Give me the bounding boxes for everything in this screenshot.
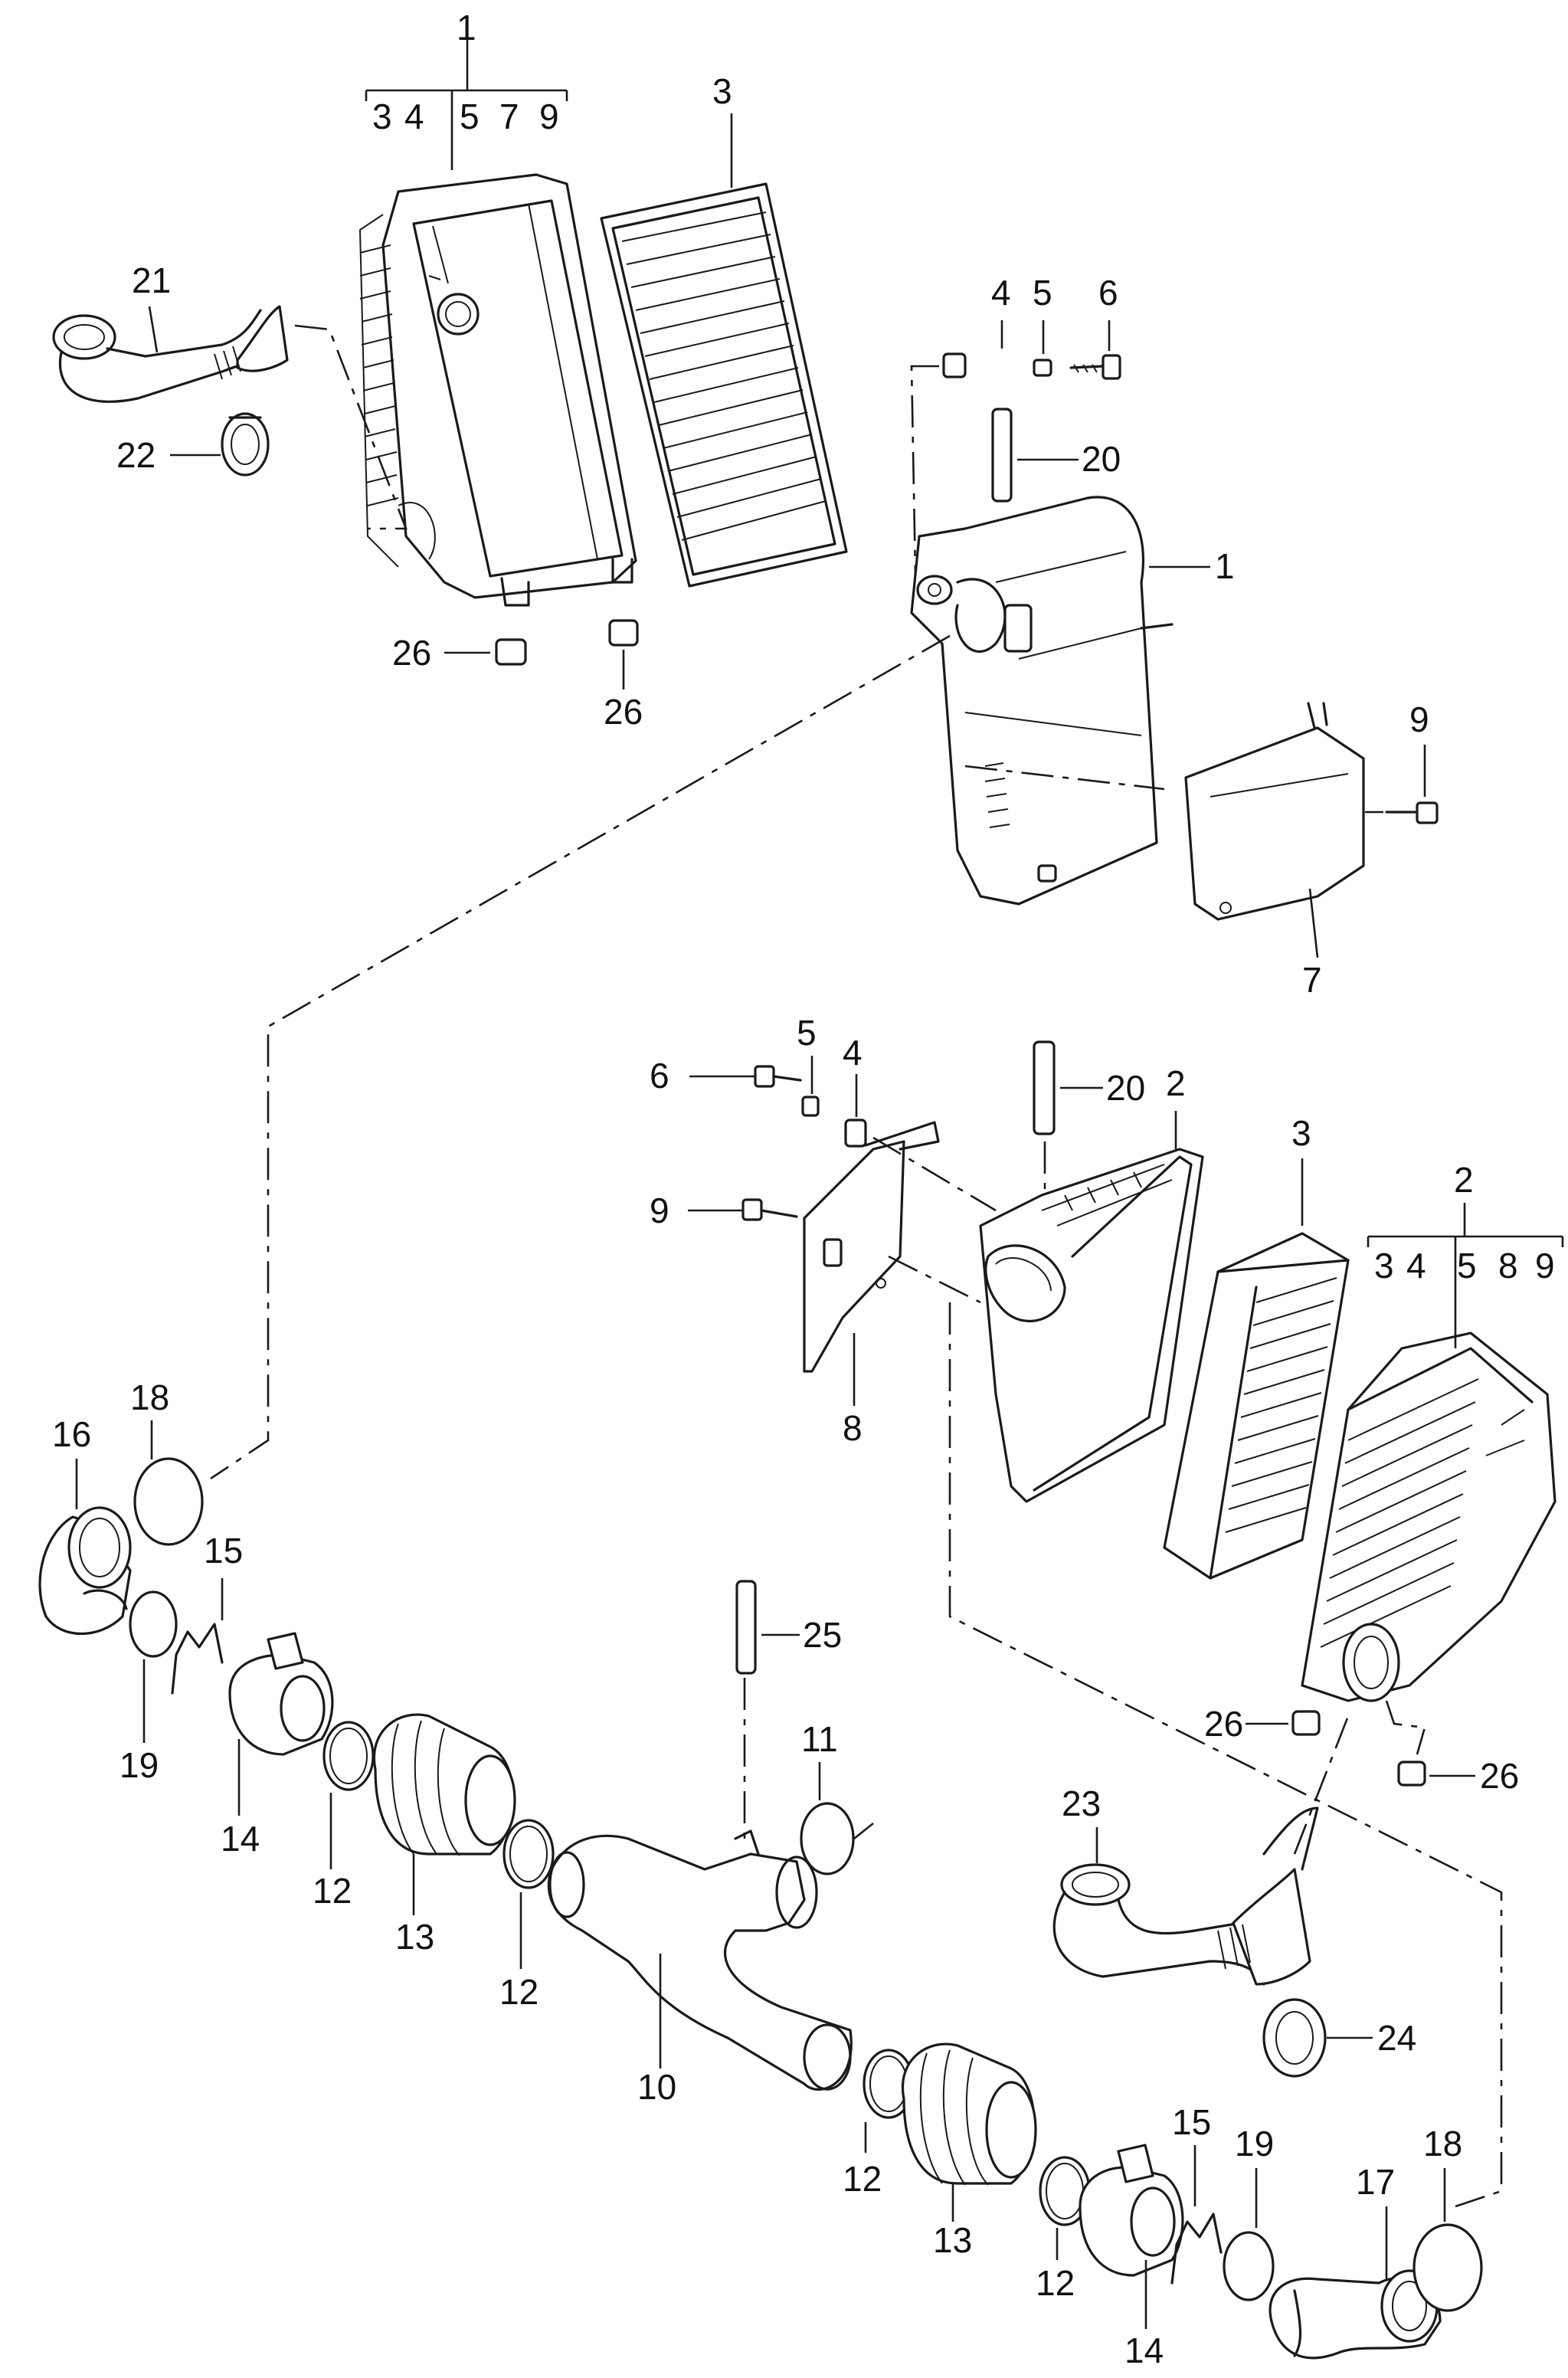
group-item-9: 9 — [1535, 1246, 1555, 1286]
intake-pipe-23: 23 — [1052, 1784, 1319, 1986]
hardware-6-5-4-mid: 6 5 4 — [650, 1013, 867, 1148]
callout-4: 4 — [843, 1033, 863, 1073]
callout-1: 1 — [457, 8, 476, 47]
callout-3: 3 — [712, 71, 732, 111]
callout-7: 7 — [1302, 960, 1322, 1000]
gasket-18-left: 18 — [130, 1377, 204, 1546]
air-filter-housing-upper-left — [358, 173, 637, 607]
grommet-26-c: 26 — [1204, 1704, 1321, 1744]
clamp-12-c: 12 — [843, 2049, 915, 2199]
callout-16: 16 — [52, 1414, 91, 1454]
callout-18: 18 — [1423, 2124, 1462, 2163]
callout-12: 12 — [843, 2159, 882, 2199]
elbow-16: 16 — [38, 1414, 132, 1636]
group-item-3: 3 — [372, 97, 392, 136]
callout-13: 13 — [933, 2220, 972, 2260]
callout-20: 20 — [1106, 1068, 1145, 1108]
callout-13: 13 — [395, 1917, 434, 1957]
callout-10: 10 — [637, 2067, 676, 2107]
sleeve-25: 25 — [735, 1580, 842, 1675]
callout-19: 19 — [119, 1745, 159, 1785]
group-item-5: 5 — [460, 97, 480, 136]
callout-2: 2 — [1454, 1160, 1474, 1200]
callout-12: 12 — [499, 1972, 538, 2012]
bolt-9-top: 9 — [1385, 699, 1439, 824]
gasket-18-right: 18 — [1413, 2124, 1483, 2312]
callout-5: 5 — [797, 1013, 817, 1053]
clamp-12-a: 12 — [313, 1721, 375, 1911]
callout-18: 18 — [130, 1377, 169, 1417]
group-item-9: 9 — [539, 97, 559, 136]
group-item-5: 5 — [1457, 1246, 1477, 1286]
group-item-7: 7 — [499, 97, 519, 136]
callout-11: 11 — [801, 1719, 838, 1759]
filter-element-3-top: 3 — [600, 71, 848, 588]
callout-14: 14 — [221, 1819, 260, 1859]
group-item-8: 8 — [1498, 1246, 1518, 1286]
group-bracket-2-right: 2 3 4 5 8 9 — [1367, 1160, 1564, 1348]
callout-26: 26 — [604, 692, 643, 732]
seal-24: 24 — [1262, 1998, 1416, 2078]
callout-6: 6 — [650, 1056, 669, 1096]
sleeve-20-mid: 20 — [1033, 1040, 1145, 1135]
callout-3: 3 — [1291, 1113, 1311, 1153]
ring-19-left: 19 — [119, 1590, 178, 1785]
gasket-11: 11 — [800, 1719, 855, 1875]
callout-4: 4 — [991, 273, 1011, 313]
callout-12: 12 — [313, 1871, 352, 1911]
callout-12: 12 — [1036, 2263, 1075, 2303]
grommet-26-d: 26 — [1397, 1756, 1519, 1796]
callout-23: 23 — [1062, 1784, 1101, 1823]
intake-housing-1-right: 1 — [910, 496, 1235, 906]
callout-1: 1 — [1215, 546, 1235, 586]
filter-element-3-mid: 3 — [1163, 1113, 1350, 1580]
grommet-26-a: 26 — [392, 633, 527, 673]
group-item-4: 4 — [404, 97, 424, 136]
callout-8: 8 — [843, 1408, 863, 1448]
callout-9: 9 — [650, 1191, 669, 1230]
clip-15-right: 15 — [1170, 2102, 1223, 2285]
sleeve-20-top: 20 — [991, 408, 1121, 503]
callout-6: 6 — [1098, 273, 1118, 313]
grommet-26-b: 26 — [604, 619, 643, 732]
clip-15-left: 15 — [171, 1531, 243, 1695]
mass-air-flow-sensor-14-right: 14 — [1079, 2144, 1184, 2370]
callout-19: 19 — [1235, 2124, 1274, 2163]
callout-26: 26 — [392, 633, 431, 673]
clamp-12-b: 12 — [499, 1819, 555, 2012]
intake-housing-2: 2 — [979, 1063, 1204, 1503]
callout-21: 21 — [132, 260, 171, 300]
callout-22: 22 — [116, 435, 155, 475]
y-pipe-10: 10 — [547, 1829, 853, 2107]
seal-22: 22 — [116, 412, 270, 477]
callout-20: 20 — [1082, 439, 1121, 479]
callout-15: 15 — [1172, 2102, 1211, 2142]
hardware-4-5-6-top: 4 5 6 — [942, 273, 1121, 380]
group-item-4: 4 — [1406, 1246, 1426, 1286]
group-item-3: 3 — [1374, 1246, 1394, 1286]
callout-25: 25 — [803, 1615, 842, 1655]
callout-9: 9 — [1409, 699, 1429, 739]
air-filter-housing-2-right — [1301, 1331, 1557, 1702]
callout-14: 14 — [1124, 2331, 1164, 2370]
bellows-13-right: 13 — [901, 2042, 1037, 2260]
callout-2: 2 — [1166, 1063, 1186, 1103]
callout-26: 26 — [1204, 1704, 1243, 1744]
group-bracket-1-top: 1 3 4 5 7 9 — [365, 8, 568, 170]
callout-15: 15 — [204, 1531, 243, 1571]
bracket-8: 8 — [803, 1121, 940, 1448]
intake-pipe-21: 21 — [52, 260, 289, 403]
bracket-7: 7 — [1184, 702, 1365, 1000]
callout-5: 5 — [1033, 273, 1052, 313]
callout-26: 26 — [1480, 1756, 1519, 1796]
callout-17: 17 — [1356, 2162, 1395, 2202]
ring-19-right: 19 — [1223, 2124, 1275, 2301]
bellows-13-left: 13 — [372, 1713, 516, 1957]
bolt-9-mid: 9 — [650, 1191, 798, 1230]
callout-24: 24 — [1377, 2018, 1416, 2058]
mass-air-flow-sensor-14-left: 14 — [221, 1632, 334, 1859]
